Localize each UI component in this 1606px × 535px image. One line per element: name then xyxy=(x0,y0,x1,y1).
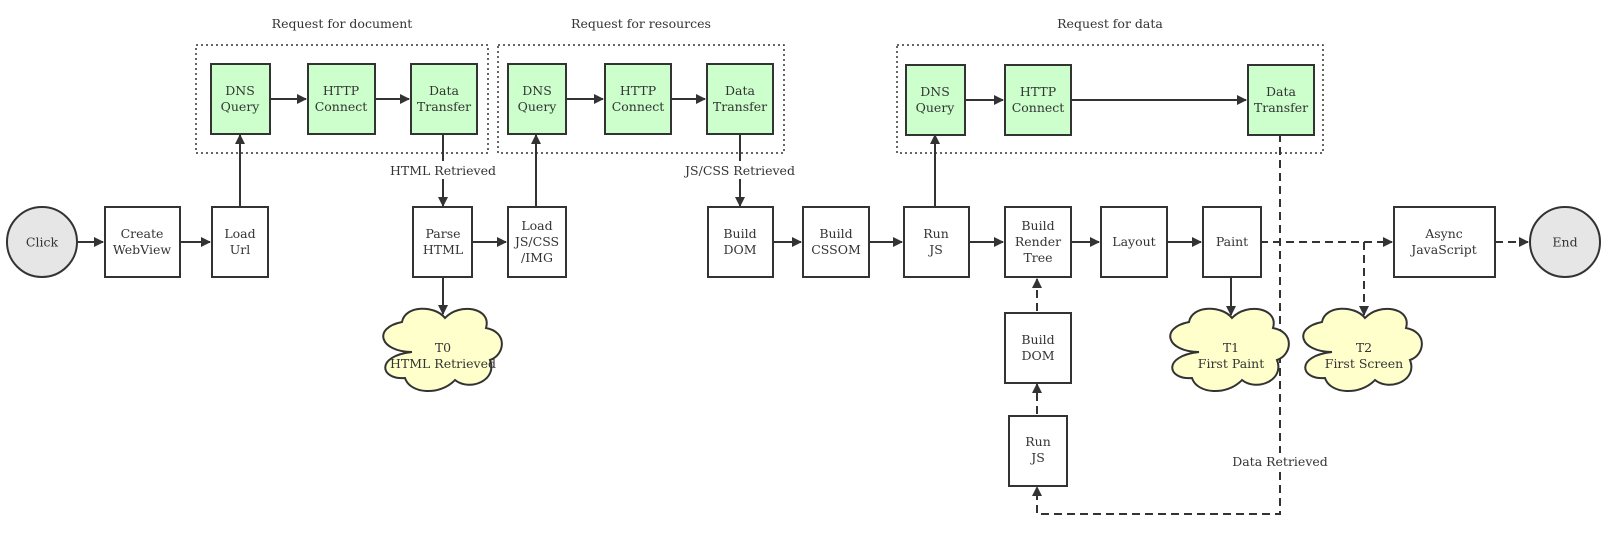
group-request-for-document xyxy=(195,44,489,154)
cloud-shape-t1 xyxy=(1169,307,1290,393)
svg-text:Paint: Paint xyxy=(1216,234,1248,249)
edge-label-bg-html xyxy=(395,161,491,179)
edge-label-data-retrieved: Data Retrieved xyxy=(1232,454,1328,469)
cloud-shape-t2 xyxy=(1302,307,1423,393)
node-end-label: End xyxy=(1552,235,1577,250)
group-title-document: Request for document xyxy=(272,16,413,31)
edges-dashed xyxy=(1032,134,1529,515)
group-title-data: Request for data xyxy=(1057,16,1163,31)
group-request-for-resources xyxy=(497,44,785,154)
edges-solid xyxy=(78,94,1247,316)
edge-label-bg-jscss xyxy=(688,161,792,179)
group-title-resources: Request for resources xyxy=(571,16,711,31)
node-layout: Layout xyxy=(1100,206,1168,278)
edge-label-jscss-retrieved: JS/CSS Retrieved xyxy=(683,163,795,178)
svg-text:Layout: Layout xyxy=(1112,234,1155,249)
cloud-shape-t0 xyxy=(382,307,503,393)
node-click-label: Click xyxy=(26,235,59,250)
group-request-for-data xyxy=(896,44,1324,154)
edge-label-html-retrieved: HTML Retrieved xyxy=(390,163,496,178)
node-end xyxy=(1529,206,1601,278)
edge-data-transfer-run-js-2 xyxy=(1032,134,1281,515)
node-paint: Paint xyxy=(1202,206,1262,278)
edge-label-bg-data xyxy=(1238,453,1322,471)
node-click xyxy=(6,206,78,278)
